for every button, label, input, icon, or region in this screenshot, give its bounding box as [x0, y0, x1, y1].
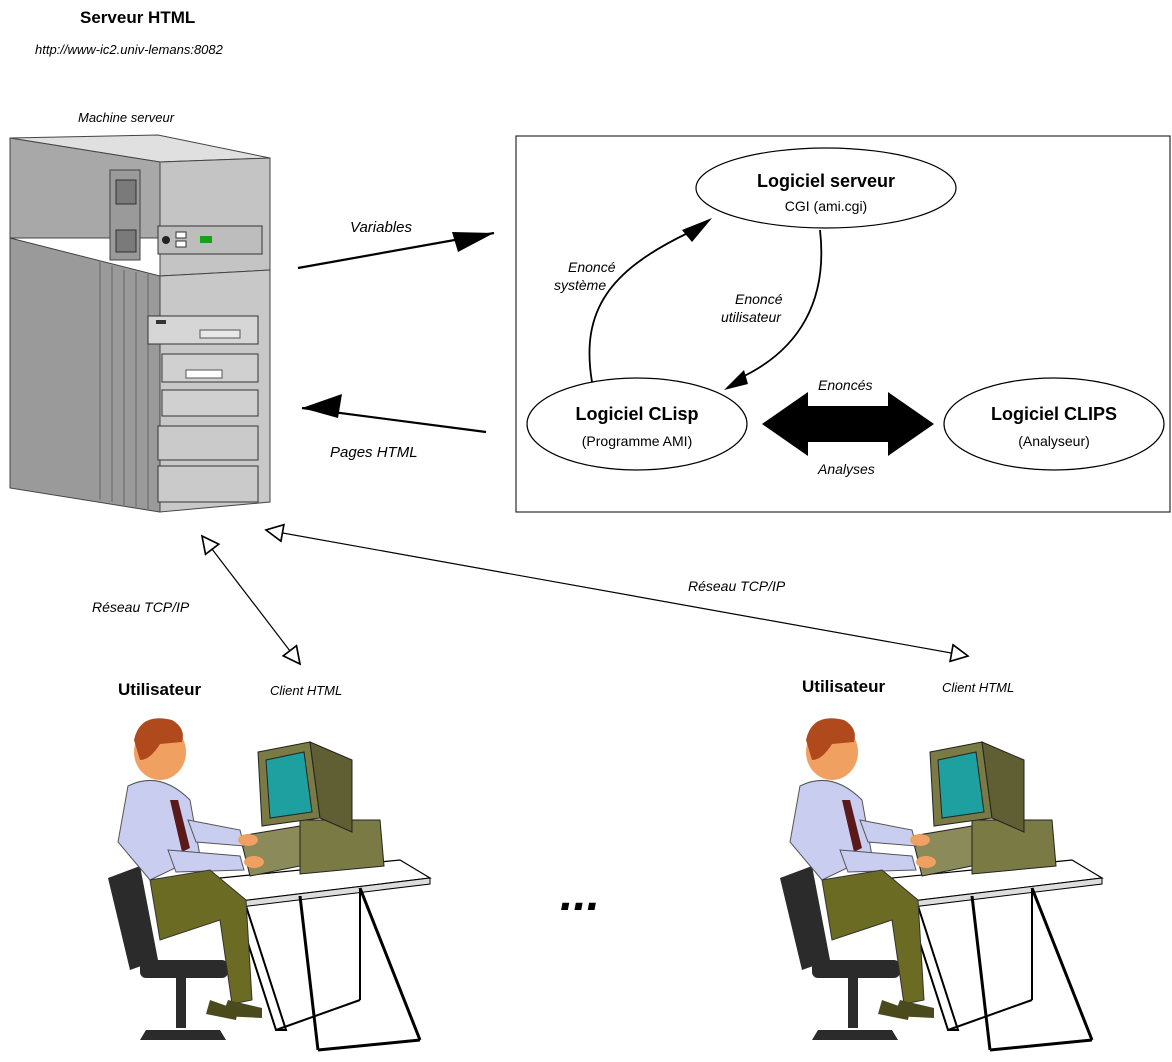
user-2-workstation-icon: [780, 718, 1104, 1052]
enonces-analyses-double-arrow: [762, 392, 934, 456]
server-title: Serveur HTML: [80, 8, 195, 27]
logiciel-clisp-title: Logiciel CLisp: [575, 404, 698, 424]
network-left-label: Réseau TCP/IP: [92, 599, 190, 615]
enonce-utilisateur-label-2: utilisateur: [721, 309, 782, 325]
user-2-client-label: Client HTML: [942, 680, 1014, 695]
logiciel-serveur-subtitle: CGI (ami.cgi): [785, 198, 867, 214]
logiciel-serveur-node: [695, 147, 957, 229]
more-users-ellipsis: ...: [560, 868, 600, 921]
user-2-label: Utilisateur: [802, 677, 886, 696]
variables-label: Variables: [350, 219, 412, 236]
network-right-arrow: [266, 530, 968, 656]
enonce-systeme-arrowhead: [682, 218, 712, 242]
enonce-utilisateur-arrow: [739, 229, 823, 379]
logiciel-clips-node: [943, 377, 1165, 471]
logiciel-clips-title: Logiciel CLIPS: [991, 404, 1117, 424]
machine-label: Machine serveur: [78, 110, 175, 125]
server-tower-icon: [9, 134, 271, 513]
logiciel-clisp-node: [526, 377, 748, 471]
analyses-label: Analyses: [817, 461, 875, 477]
logiciel-clips-subtitle: (Analyseur): [1018, 433, 1090, 449]
user-1-client-label: Client HTML: [270, 683, 342, 698]
server-url: http://www-ic2.univ-lemans:8082: [35, 42, 224, 57]
network-right-label: Réseau TCP/IP: [688, 578, 786, 594]
enonce-systeme-label-2: système: [554, 277, 606, 293]
pages-html-arrowhead: [302, 394, 342, 418]
enonce-systeme-arrow: [588, 231, 691, 383]
enonce-systeme-label-1: Enoncé: [568, 259, 616, 275]
network-left-arrow: [202, 536, 300, 664]
user-1-workstation-icon: [108, 718, 432, 1052]
logiciel-clisp-subtitle: (Programme AMI): [582, 433, 692, 449]
user-1-label: Utilisateur: [118, 680, 202, 699]
pages-html-label: Pages HTML: [330, 444, 418, 461]
enonce-utilisateur-arrowhead: [724, 370, 748, 390]
variables-arrowhead: [452, 232, 494, 252]
enonces-label: Enoncés: [818, 377, 872, 393]
logiciel-serveur-title: Logiciel serveur: [757, 171, 895, 191]
enonce-utilisateur-label-1: Enoncé: [735, 291, 783, 307]
